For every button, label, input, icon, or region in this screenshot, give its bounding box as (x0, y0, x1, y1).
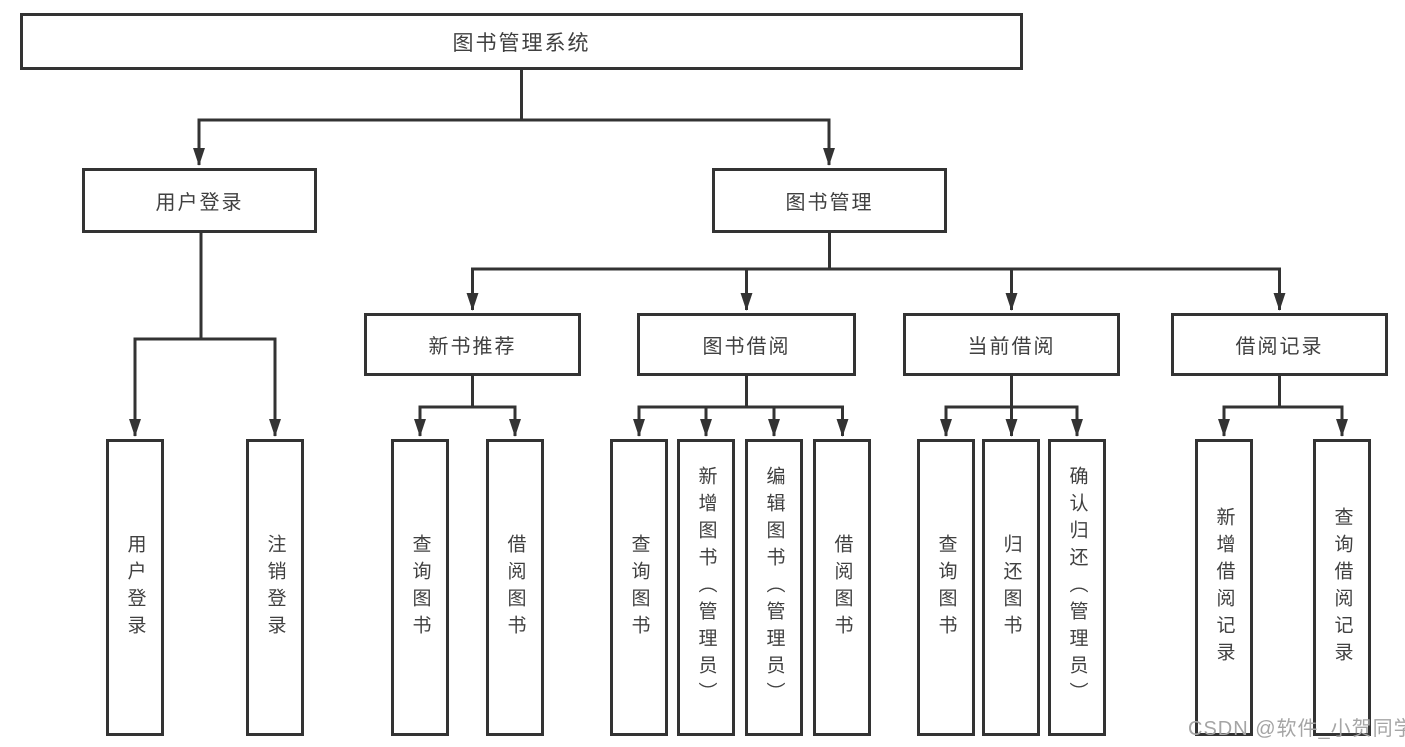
csdn-watermark: CSDN @软件_小贺同学 (1188, 718, 1405, 740)
leaf-add-book-admin: 新增图书（管理员） (677, 439, 735, 736)
node-library-system-label: 图书管理系统 (452, 31, 591, 55)
leaf-logout: 注销登录 (246, 439, 304, 736)
leaf-borrow-books-label: 借阅图书 (831, 533, 853, 642)
leaf-add-borrow-record: 新增借阅记录 (1195, 439, 1253, 736)
leaf-confirm-return-admin-label: 确认归还（管理员） (1066, 466, 1088, 709)
leaf-query-borrow-record-label: 查询借阅记录 (1331, 506, 1353, 669)
node-book-borrow-label: 图书借阅 (702, 336, 791, 358)
node-user-login-label: 用户登录 (155, 192, 244, 214)
leaf-query-books-recommend: 查询图书 (391, 439, 449, 736)
node-book-management: 图书管理 (712, 168, 947, 233)
leaf-edit-book-admin-label: 编辑图书（管理员） (763, 466, 785, 709)
leaf-user-login: 用户登录 (106, 439, 164, 736)
leaf-query-books-borrow: 查询图书 (610, 439, 668, 736)
leaf-query-books-recommend-label: 查询图书 (409, 533, 431, 642)
leaf-confirm-return-admin: 确认归还（管理员） (1048, 439, 1106, 736)
node-book-borrow: 图书借阅 (637, 313, 856, 376)
node-user-login: 用户登录 (82, 168, 317, 233)
node-new-book-recommend-label: 新书推荐 (428, 336, 517, 358)
leaf-add-book-admin-label: 新增图书（管理员） (695, 466, 717, 709)
leaf-query-borrow-record: 查询借阅记录 (1313, 439, 1371, 736)
leaf-logout-label: 注销登录 (264, 533, 286, 642)
leaf-query-books-current-label: 查询图书 (935, 533, 957, 642)
leaf-edit-book-admin: 编辑图书（管理员） (745, 439, 803, 736)
leaf-return-book: 归还图书 (982, 439, 1040, 736)
node-borrow-records: 借阅记录 (1171, 313, 1388, 376)
node-current-borrow: 当前借阅 (903, 313, 1120, 376)
node-borrow-records-label: 借阅记录 (1235, 336, 1324, 358)
leaf-borrow-books: 借阅图书 (813, 439, 871, 736)
node-library-system: 图书管理系统 (20, 13, 1023, 70)
leaf-query-books-current: 查询图书 (917, 439, 975, 736)
leaf-borrow-books-recommend: 借阅图书 (486, 439, 544, 736)
node-new-book-recommend: 新书推荐 (364, 313, 581, 376)
node-current-borrow-label: 当前借阅 (967, 336, 1056, 358)
leaf-query-books-borrow-label: 查询图书 (628, 533, 650, 642)
leaf-return-book-label: 归还图书 (1000, 533, 1022, 642)
leaf-add-borrow-record-label: 新增借阅记录 (1213, 506, 1235, 669)
leaf-borrow-books-recommend-label: 借阅图书 (504, 533, 526, 642)
node-book-management-label: 图书管理 (785, 192, 874, 214)
leaf-user-login-label: 用户登录 (124, 533, 146, 642)
